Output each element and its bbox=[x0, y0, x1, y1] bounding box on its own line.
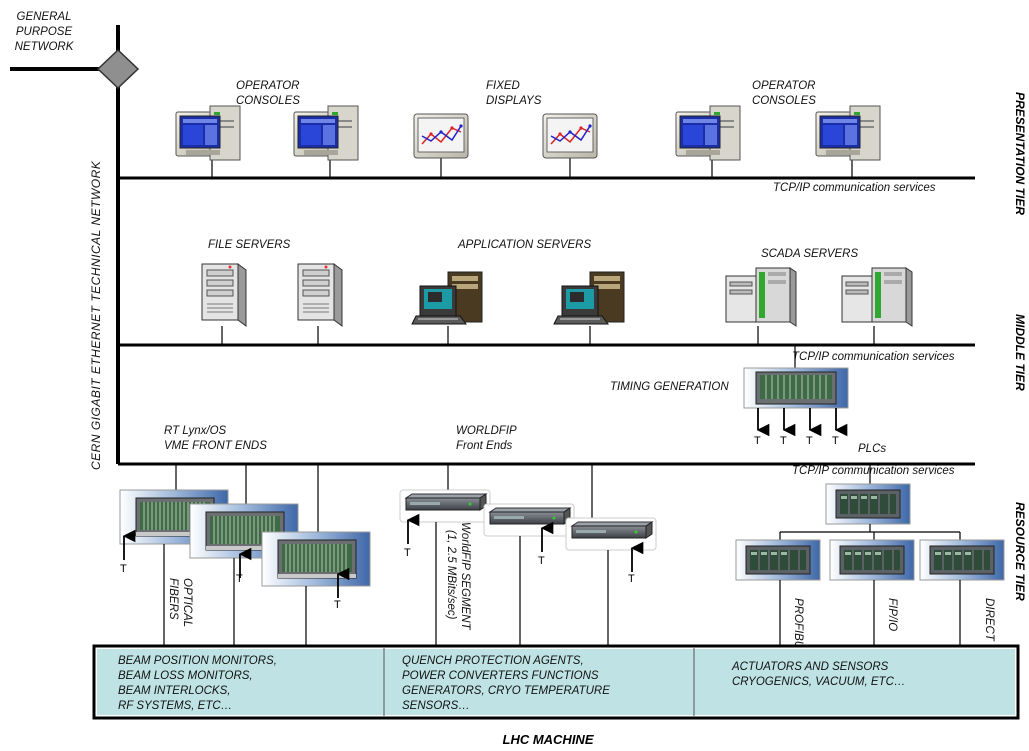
lhc-col3: ACTUATORS AND SENSORS CRYOGENICS, VACUUM… bbox=[731, 661, 905, 688]
t-label: T bbox=[120, 563, 127, 575]
lhc-machine-box bbox=[92, 644, 1020, 720]
svg-text:OPERATOR: OPERATOR bbox=[752, 80, 815, 92]
operator-console-icon bbox=[175, 105, 241, 161]
timing-generator-crate bbox=[743, 367, 849, 409]
timing-t-label: T bbox=[780, 435, 787, 447]
svg-text:WORLDFIP: WORLDFIP bbox=[456, 425, 517, 437]
plc-icon bbox=[919, 539, 1005, 581]
scada-server-icon bbox=[841, 267, 913, 327]
vme-front-ends-label: RT Lynx/OS VME FRONT ENDS bbox=[164, 425, 267, 452]
lhc-col1: BEAM POSITION MONITORS, BEAM LOSS MONITO… bbox=[118, 655, 277, 712]
timing-t-label: T bbox=[806, 435, 813, 447]
direct-io-label: DIRECT I/O bbox=[983, 598, 995, 659]
middle-tier-label: MIDDLE TIER bbox=[1013, 314, 1027, 391]
svg-text:POWER CONVERTERS FUNCTIONS: POWER CONVERTERS FUNCTIONS bbox=[402, 670, 599, 682]
plc-master-icon bbox=[825, 483, 911, 525]
svg-text:WorldFIP SEGMENT: WorldFIP SEGMENT bbox=[459, 522, 471, 631]
svg-text:(1, 2.5 MBits/sec): (1, 2.5 MBits/sec) bbox=[445, 530, 457, 620]
worldfip-front-end-icon bbox=[399, 489, 491, 523]
fixed-display-icon bbox=[413, 113, 469, 159]
backbone bbox=[10, 25, 120, 464]
svg-text:PURPOSE: PURPOSE bbox=[16, 26, 73, 38]
file-servers-label: FILE SERVERS bbox=[208, 239, 291, 251]
general-purpose-network-label: GENERAL PURPOSE NETWORK bbox=[15, 11, 75, 53]
operator-console-icon bbox=[815, 105, 881, 161]
svg-text:BEAM LOSS MONITORS,: BEAM LOSS MONITORS, bbox=[118, 670, 253, 682]
plc-icon bbox=[735, 539, 821, 581]
scada-servers-label: SCADA SERVERS bbox=[761, 248, 858, 260]
fixed-display-icon bbox=[542, 113, 598, 159]
svg-text:CONSOLES: CONSOLES bbox=[752, 95, 816, 107]
timing-t-label: T bbox=[832, 435, 839, 447]
worldfip-front-ends-label: WORLDFIP Front Ends bbox=[456, 425, 517, 452]
svg-text:SENSORS…: SENSORS… bbox=[402, 700, 470, 712]
svg-text:CRYOGENICS, VACUUM, ETC…: CRYOGENICS, VACUUM, ETC… bbox=[732, 676, 905, 688]
svg-text:GENERATORS, CRYO TEMPERATURE: GENERATORS, CRYO TEMPERATURE bbox=[402, 685, 610, 697]
worldfip-front-end-icon bbox=[565, 517, 657, 551]
operator-consoles-left-label: OPERATOR CONSOLES bbox=[236, 80, 300, 107]
lhc-col2: QUENCH PROTECTION AGENTS, POWER CONVERTE… bbox=[402, 655, 610, 712]
svg-text:BEAM POSITION MONITORS,: BEAM POSITION MONITORS, bbox=[118, 655, 277, 667]
scada-server-icon bbox=[725, 267, 797, 327]
svg-text:DISPLAYS: DISPLAYS bbox=[486, 95, 542, 107]
application-server-icon bbox=[411, 271, 483, 325]
file-server-icon bbox=[297, 263, 343, 327]
presentation-tier-label: PRESENTATION TIER bbox=[1013, 92, 1027, 215]
t-label: T bbox=[628, 573, 635, 585]
timing-outputs bbox=[756, 408, 848, 437]
t-label: T bbox=[538, 555, 545, 567]
backbone-label: CERN GIGABIT ETHERNET TECHNICAL NETWORK bbox=[89, 160, 103, 470]
optical-fibers-label: OPTICAL FIBERS bbox=[167, 578, 193, 627]
svg-text:RF SYSTEMS, ETC…: RF SYSTEMS, ETC… bbox=[118, 700, 232, 712]
presentation-services-label: TCP/IP communication services bbox=[773, 182, 936, 194]
plcs-label: PLCs bbox=[858, 443, 886, 455]
application-server-icon bbox=[553, 271, 625, 325]
operator-consoles-right-label: OPERATOR CONSOLES bbox=[752, 80, 816, 107]
plc-icon bbox=[829, 539, 915, 581]
application-servers-label: APPLICATION SERVERS bbox=[457, 239, 591, 251]
svg-text:VME FRONT ENDS: VME FRONT ENDS bbox=[164, 440, 267, 452]
worldfip-segment-label: WorldFIP SEGMENT (1, 2.5 MBits/sec) bbox=[445, 522, 471, 631]
lhc-machine-title: LHC MACHINE bbox=[503, 732, 594, 747]
t-label: T bbox=[236, 573, 243, 585]
operator-console-icon bbox=[293, 105, 359, 161]
vme-crate-icon bbox=[261, 531, 371, 587]
fipio-label: FIP/IO bbox=[886, 598, 898, 631]
t-label: T bbox=[334, 599, 341, 611]
svg-text:OPTICAL: OPTICAL bbox=[181, 578, 193, 627]
svg-text:GENERAL: GENERAL bbox=[17, 11, 72, 23]
svg-text:QUENCH PROTECTION AGENTS,: QUENCH PROTECTION AGENTS, bbox=[402, 655, 584, 667]
svg-text:BEAM INTERLOCKS,: BEAM INTERLOCKS, bbox=[118, 685, 230, 697]
svg-text:FIXED: FIXED bbox=[486, 80, 520, 92]
svg-text:RT Lynx/OS: RT Lynx/OS bbox=[164, 425, 227, 437]
file-server-icon bbox=[201, 263, 247, 327]
svg-text:Front Ends: Front Ends bbox=[456, 440, 512, 452]
operator-console-icon bbox=[675, 105, 741, 161]
svg-text:FIBERS: FIBERS bbox=[167, 578, 179, 620]
svg-text:ACTUATORS AND SENSORS: ACTUATORS AND SENSORS bbox=[731, 661, 889, 673]
middle-services-label: TCP/IP communication services bbox=[792, 351, 955, 363]
resource-services-label: TCP/IP communication services bbox=[792, 465, 955, 477]
router-icon bbox=[96, 48, 140, 90]
svg-text:NETWORK: NETWORK bbox=[15, 41, 75, 53]
timing-generation-label: TIMING GENERATION bbox=[610, 381, 729, 393]
resource-tier-label: RESOURCE TIER bbox=[1013, 502, 1027, 601]
profibus-label: PROFIBUS bbox=[792, 598, 804, 657]
worldfip-front-end-icon bbox=[483, 503, 575, 537]
svg-text:CONSOLES: CONSOLES bbox=[236, 95, 300, 107]
svg-text:OPERATOR: OPERATOR bbox=[236, 80, 299, 92]
fixed-displays-label: FIXED DISPLAYS bbox=[486, 80, 542, 107]
timing-t-label: T bbox=[754, 435, 761, 447]
t-label: T bbox=[404, 547, 411, 559]
